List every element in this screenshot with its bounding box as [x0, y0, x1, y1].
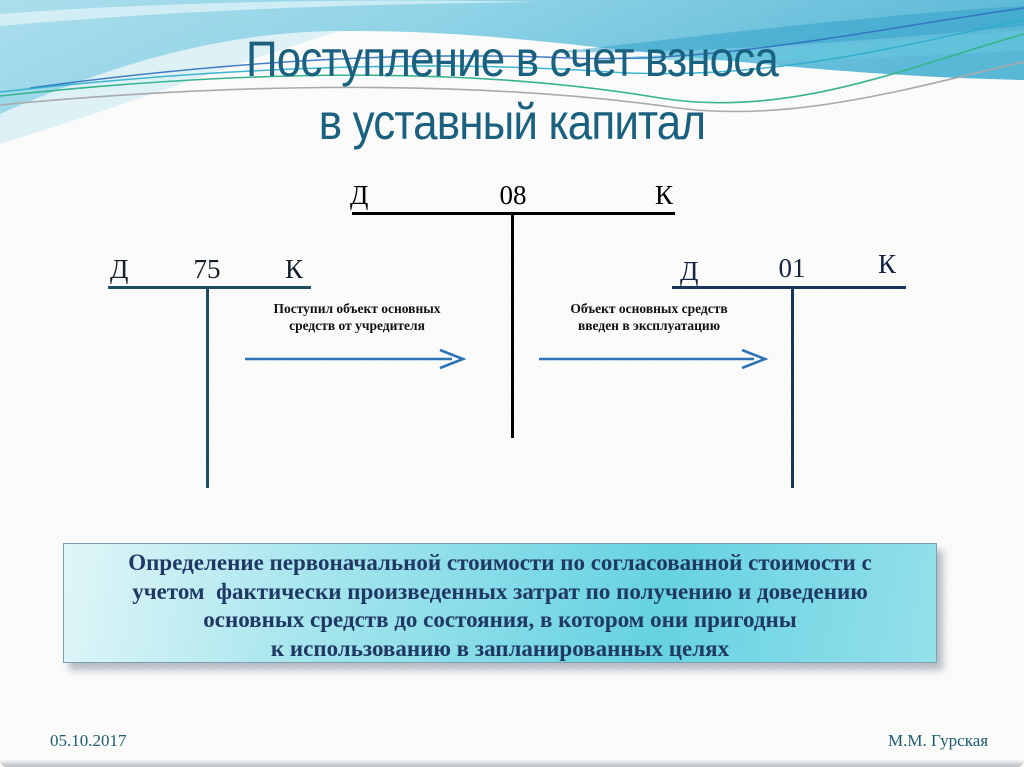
- account-01-number: 01: [778, 253, 806, 283]
- annotation-put-into-operation: Объект основных средств введен в эксплуа…: [536, 300, 762, 334]
- infobox-line: к использованию в запланированных целях: [270, 635, 730, 661]
- account-75-vertical-line: [206, 288, 209, 488]
- account-08-vertical-line: [511, 214, 514, 438]
- infobox-line: основных средств до состояния, в котором…: [203, 607, 797, 632]
- account-75-credit-label: К: [285, 254, 304, 284]
- account-75-horizontal-line: [108, 286, 311, 289]
- account-01-debit-label: Д: [680, 256, 699, 286]
- slide-bottom-edge: [0, 760, 1024, 767]
- account-08-number: 08: [499, 180, 527, 210]
- slide-title-line1: Поступление в счет взноса: [245, 31, 779, 87]
- account-08-horizontal-line: [352, 212, 675, 215]
- account-75-debit-label: Д: [110, 254, 129, 284]
- slide-title-line2: в уставный капитал: [318, 94, 706, 150]
- slide-date: 05.10.2017: [50, 731, 127, 750]
- account-08-debit-label: Д: [350, 180, 369, 210]
- account-01-vertical-line: [791, 288, 794, 488]
- initial-cost-definition-box: Определение первоначальной стоимости по …: [63, 543, 937, 663]
- annotation-operation-line2: введен в эксплуатацию: [577, 318, 721, 333]
- infobox-line: Определение первоначальной стоимости по …: [128, 550, 872, 575]
- infobox-line: учетом фактически произведенных затрат п…: [132, 578, 868, 604]
- slide-title: Поступление в счет взноса в уставный кап…: [0, 28, 1024, 154]
- account-75-number: 75: [193, 254, 221, 284]
- account-01-horizontal-line: [672, 286, 906, 289]
- arrow-right-icon: [245, 348, 467, 370]
- account-01-credit-label: К: [878, 249, 897, 279]
- annotation-operation-line1: Объект основных средств: [570, 301, 728, 316]
- account-08-credit-label: К: [655, 180, 674, 210]
- arrow-right-icon: [539, 348, 769, 370]
- slide-author: М.М. Гурская: [888, 731, 989, 750]
- annotation-receipt-line1: Поступил объект основных: [273, 301, 441, 316]
- annotation-receipt-from-founder: Поступил объект основных средств от учре…: [244, 300, 470, 334]
- annotation-receipt-line2: средств от учредителя: [289, 318, 425, 333]
